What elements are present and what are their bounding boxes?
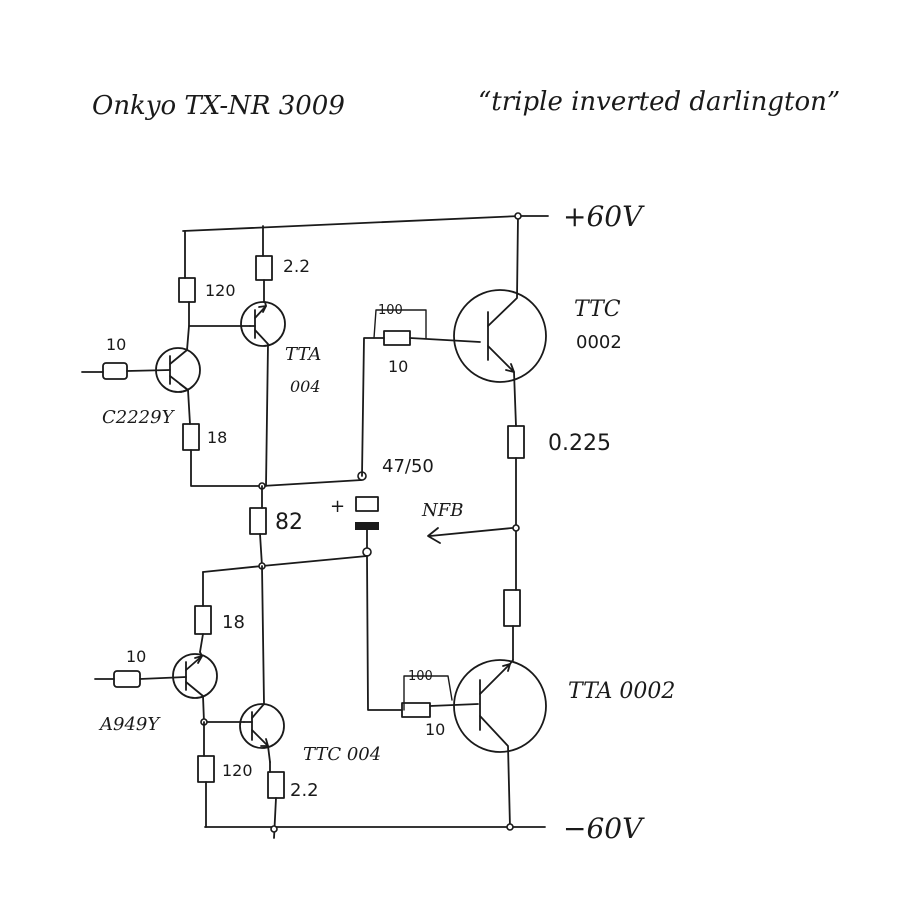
capacitor-positive-plate — [355, 496, 379, 512]
gate-resistor-upper-top-label: 100 — [378, 303, 403, 318]
transistor-upper-output-collector — [487, 215, 519, 327]
collector-resistor-upper — [178, 277, 196, 303]
transistor-upper-driver-collector — [254, 329, 269, 487]
transistor-upper-input-collector — [169, 325, 190, 365]
arrow — [258, 305, 267, 313]
gate-resistor-lower-top-label: 100 — [408, 669, 433, 684]
transistor-upper-driver-label-1: TTA — [285, 344, 321, 365]
capacitor-polarity-label: + — [330, 496, 345, 517]
transistor-upper-output-emitter — [487, 345, 517, 427]
junction — [514, 212, 522, 220]
transistor-upper-output-label-1: TTC — [574, 297, 621, 322]
junction — [512, 524, 520, 532]
transistor-lower-driver — [239, 703, 285, 749]
positive-rail-label: +60V — [563, 200, 645, 233]
transistor-upper-driver — [240, 301, 286, 347]
gate-resistor-lower-bypass — [403, 675, 453, 711]
arrow — [260, 738, 269, 747]
wire — [366, 555, 403, 711]
driver-emitter-resistor-upper — [255, 255, 273, 281]
transistor-lower-input — [172, 653, 218, 699]
transistor-lower-input-collector — [185, 681, 205, 723]
collector-resistor-lower — [197, 755, 215, 783]
bias-resistor — [249, 507, 267, 535]
wire — [139, 676, 187, 680]
output-emitter-resistor-upper — [507, 425, 525, 459]
gate-resistor-upper-label: 10 — [388, 357, 408, 376]
transistor-upper-input-label: C2229Y — [102, 407, 176, 428]
transistor-lower-driver-label: TTC 004 — [303, 744, 381, 765]
wire — [361, 337, 385, 477]
wire — [202, 555, 368, 573]
arrow — [179, 383, 189, 393]
model-title: Onkyo TX-NR 3009 — [92, 91, 345, 121]
output-emitter-resistor-lower — [503, 589, 521, 627]
transistor-upper-output-label-2: 0002 — [576, 332, 622, 353]
feedback-wire — [429, 527, 513, 537]
positive-rail-wire — [182, 215, 521, 232]
junction — [506, 823, 514, 831]
wire — [259, 533, 263, 567]
wire — [261, 479, 363, 487]
transistor-lower-output-collector — [479, 715, 511, 828]
negative-rail-label: −60V — [563, 812, 645, 845]
wire — [409, 337, 481, 343]
capacitor-value-label: 47/50 — [382, 456, 434, 477]
arrow — [194, 655, 203, 664]
input-resistor-lower-label: 10 — [126, 647, 146, 666]
bias-resistor-label: 82 — [275, 510, 303, 535]
output-emitter-resistor-upper-label: 0.225 — [548, 431, 611, 456]
junction — [270, 825, 278, 833]
transistor-upper-driver-label-2: 004 — [290, 377, 321, 396]
emitter-resistor-lower-label: 18 — [222, 612, 245, 633]
input-resistor-upper-label: 10 — [106, 335, 126, 354]
wire — [126, 369, 171, 372]
driver-emitter-resistor-lower — [267, 771, 285, 799]
collector-resistor-lower-label: 120 — [222, 761, 253, 780]
collector-resistor-upper-label: 120 — [205, 281, 236, 300]
emitter-resistor-upper — [182, 423, 200, 451]
gate-resistor-lower — [401, 702, 431, 718]
wire — [190, 449, 263, 487]
transistor-lower-input-label: A949Y — [98, 714, 161, 735]
input-resistor-upper — [102, 362, 128, 380]
driver-emitter-resistor-lower-label: 2.2 — [290, 780, 319, 801]
emitter-resistor-upper-label: 18 — [207, 428, 227, 447]
topology-title: “triple inverted darlington” — [478, 87, 840, 117]
transistor-lower-driver-collector — [251, 565, 265, 719]
junction — [362, 547, 372, 557]
driver-emitter-resistor-upper-label: 2.2 — [283, 257, 310, 277]
transistor-upper-output — [453, 289, 547, 383]
arrow — [505, 363, 515, 373]
input-resistor-lower — [113, 670, 141, 688]
arrow — [502, 663, 511, 672]
gate-resistor-upper — [383, 330, 411, 346]
gate-resistor-lower-label: 10 — [425, 720, 445, 739]
transistor-lower-output-label: TTA 0002 — [568, 679, 675, 704]
gate-resistor-upper-bypass — [373, 309, 427, 339]
emitter-resistor-lower — [194, 605, 212, 635]
feedback-arrow-icon — [427, 527, 441, 544]
transistor-lower-output — [453, 659, 547, 753]
feedback-label: NFB — [421, 500, 463, 521]
wire — [199, 633, 204, 653]
capacitor-negative-plate — [355, 522, 379, 530]
